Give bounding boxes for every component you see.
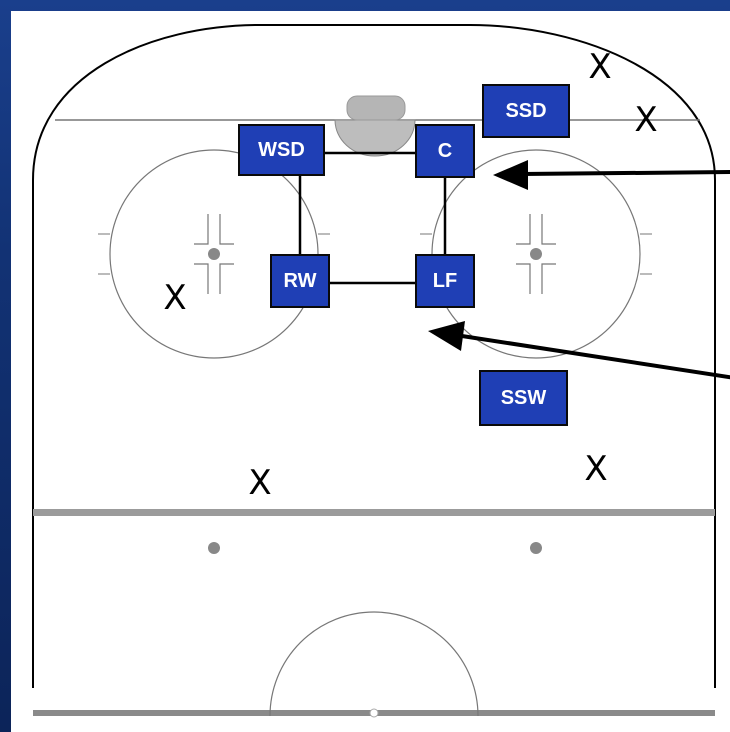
arrow-upper [493,160,730,190]
player-rw: RW [270,254,330,308]
player-c: C [415,124,475,178]
neutral-dot-left [208,542,220,554]
rink-boards [32,24,716,688]
player-lf: LF [415,254,475,308]
opponent-marker: X [163,278,187,318]
center-dot [369,708,379,718]
arrow-lower [428,321,730,380]
center-circle [269,611,479,717]
blue-line [33,509,715,516]
player-ssd: SSD [482,84,570,138]
opponent-marker: X [584,449,608,489]
goal-net [346,95,406,121]
goal-crease [334,119,416,157]
neutral-dot-right [530,542,542,554]
opponent-marker: X [248,463,272,503]
player-wsd: WSD [238,124,325,176]
player-ssw: SSW [479,370,568,426]
opponent-marker: X [588,47,612,87]
opponent-marker: X [634,100,658,140]
